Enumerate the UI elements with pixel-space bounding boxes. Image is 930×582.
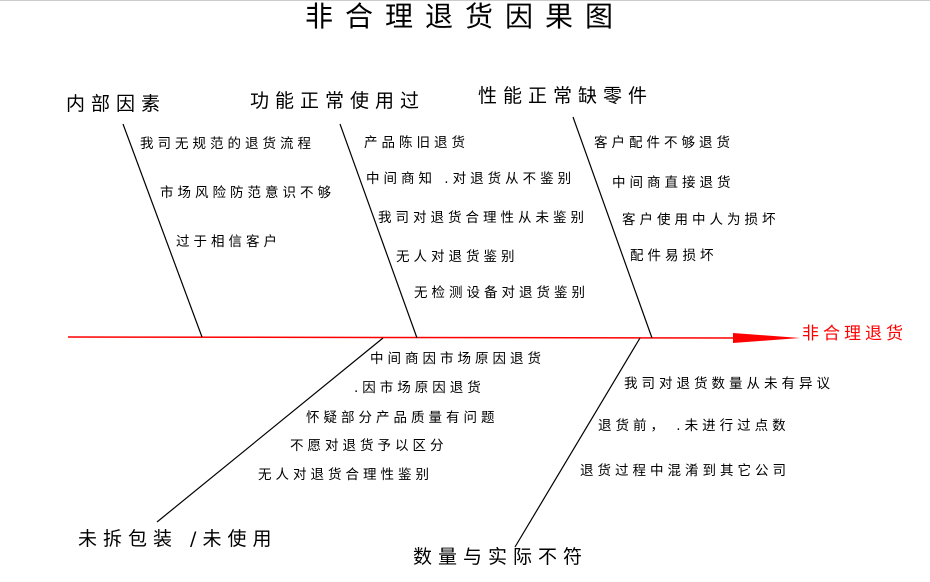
- cause-unopened-4: 不愿对退货予以区分: [290, 438, 448, 454]
- bone-unopened: [156, 337, 384, 523]
- diagram-title: 非合理退货因果图: [304, 0, 625, 33]
- spine-arrowhead: [733, 333, 800, 343]
- bone-function: [339, 123, 418, 339]
- cause-quantity-1: 我司对退货数量从未有异议: [624, 376, 834, 392]
- bone-quantity: [514, 337, 641, 548]
- cause-function-4: 无人对退货鉴别: [396, 249, 519, 265]
- cause-parts-1: 客户配件不够退货: [594, 135, 734, 151]
- bone-parts: [572, 116, 653, 339]
- cause-unopened-1: 中间商因市场原因退货: [370, 351, 545, 367]
- category-internal-label: 内部因素: [66, 93, 167, 115]
- cause-function-5: 无检测设备对退货鉴别: [414, 285, 589, 301]
- cause-function-2: 中间商知 .对退货从不鉴别: [366, 171, 576, 187]
- top-border: [0, 0, 930, 1]
- spine-line: [67, 336, 741, 339]
- category-quantity-label: 数量与实际不符: [413, 546, 589, 568]
- cause-parts-3: 客户使用中人为损坏: [622, 212, 780, 228]
- cause-parts-4: 配件易损坏: [630, 248, 718, 264]
- category-parts-label: 性能正常缺零件: [478, 85, 654, 107]
- cause-unopened-2: .因市场原因退货: [354, 380, 485, 396]
- cause-internal-2: 市场风险防范意识不够: [160, 185, 335, 201]
- cause-parts-2: 中间商直接退货: [612, 175, 735, 191]
- cause-quantity-3: 退货过程中混淆到其它公司: [580, 463, 790, 479]
- cause-internal-3: 过于相信客户: [176, 234, 281, 250]
- cause-unopened-3: 怀疑部分产品质量有问题: [306, 410, 499, 426]
- bone-internal: [122, 123, 203, 338]
- effect-label: 非合理退货: [802, 324, 907, 344]
- cause-quantity-2: 退货前， .未进行过点数: [598, 418, 790, 434]
- cause-unopened-5: 无人对退货合理性鉴别: [258, 467, 433, 483]
- category-function-label: 功能正常使用过: [250, 90, 426, 112]
- cause-function-1: 产品陈旧退货: [364, 135, 469, 151]
- cause-function-3: 我司对退货合理性从未鉴别: [378, 210, 588, 226]
- cause-internal-1: 我司无规范的退货流程: [140, 136, 315, 152]
- category-unopened-label: 未拆包装 /未使用: [78, 528, 278, 550]
